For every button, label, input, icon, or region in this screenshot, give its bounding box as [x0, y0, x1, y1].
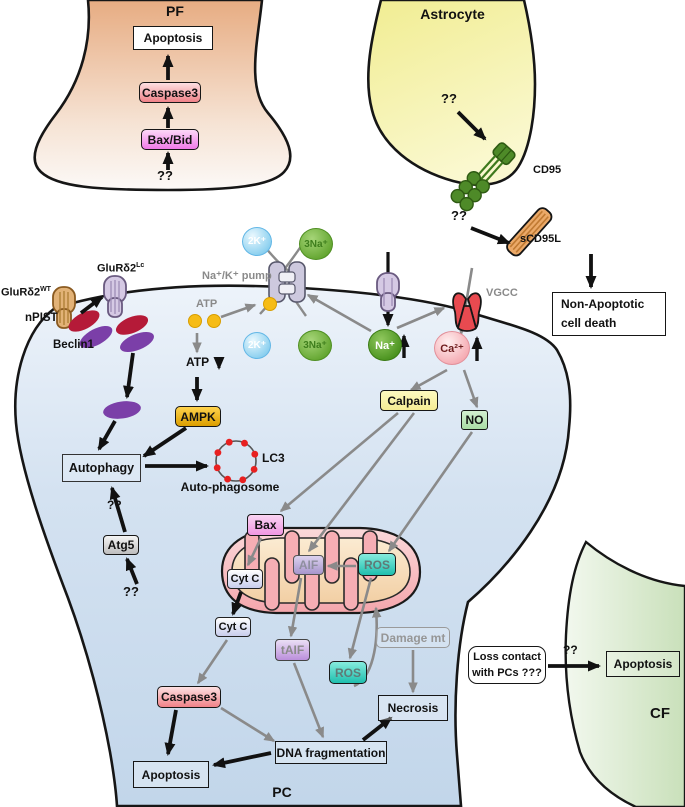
astrocyte-title: Astrocyte: [420, 6, 485, 22]
atg5-box: Atg5: [103, 535, 139, 555]
bax-box: Bax: [247, 514, 284, 536]
no-box: NO: [461, 410, 488, 430]
na-channel: [376, 272, 400, 312]
pf-apoptosis-box: Apoptosis: [133, 26, 213, 50]
pc-apoptosis-box: Apoptosis: [133, 761, 209, 788]
lc3-label: LC3: [262, 451, 285, 465]
non-apoptotic-line2: cell death: [561, 316, 617, 330]
autophagosome-lc3: [213, 438, 259, 484]
autophagy-box: Autophagy: [62, 454, 141, 482]
loss-contact-line1: Loss contact: [473, 650, 541, 663]
taif-box: tAIF: [275, 639, 310, 661]
necrosis-box: Necrosis: [378, 695, 448, 721]
npist-label: nPIST: [25, 312, 58, 324]
cf-apoptosis-box: Apoptosis: [606, 651, 680, 677]
pf-title: PF: [166, 3, 184, 19]
question-to-atg5: ??: [123, 584, 139, 599]
non-apoptotic-line1: Non-Apoptotic: [561, 297, 645, 311]
loss-contact-box: Loss contact with PCs ???: [468, 646, 546, 684]
calpain-box: Calpain: [380, 390, 438, 411]
sodium-out: 3Na⁺: [299, 228, 333, 260]
glur-lc-receptor: [103, 275, 127, 318]
black-arrows: [79, 54, 601, 769]
dna-fragmentation-box: DNA fragmentation: [275, 741, 387, 764]
glur-wt-sup: WT: [40, 286, 51, 293]
pf-bax-bid-box: Bax/Bid: [141, 129, 199, 150]
non-apoptotic-death-box: Non-Apoptotic cell death: [552, 292, 666, 336]
ampk-box: AMPK: [175, 406, 221, 427]
beclin1-label: Beclin1: [53, 339, 94, 351]
ros-outer-box: ROS: [329, 661, 367, 684]
pc-caspase3-box: Caspase3: [157, 686, 221, 708]
cd95-receptor: [450, 142, 516, 212]
glur-lc-sup: Lc: [136, 262, 145, 269]
ros-inner-box: ROS: [358, 553, 396, 576]
potassium-out: 2K⁺: [242, 227, 272, 256]
cf-title: CF: [650, 705, 670, 722]
calcium-ion: Ca²⁺: [434, 331, 470, 365]
scd95l-label: sCD95L: [520, 233, 561, 245]
glur-wt-receptor: [52, 286, 76, 329]
loss-contact-line2: with PCs ???: [472, 667, 542, 679]
atp-label: ATP: [196, 298, 218, 310]
glur-lc-base: GluRδ2: [97, 262, 137, 275]
atp-decrease-label: ATP: [186, 355, 210, 369]
glur-wt-label: GluRδ2WT: [1, 286, 51, 299]
sodium-in: 3Na⁺: [298, 330, 332, 361]
atp-dots: [188, 297, 277, 328]
question-atg5-autophagy: ??: [107, 498, 122, 512]
aif-box: AIF: [293, 555, 324, 575]
cytc-outer-box: Cyt C: [215, 617, 251, 637]
pf-question: ??: [157, 168, 173, 183]
scd95l-rod: [506, 207, 553, 257]
pf-caspase3-box: Caspase3: [139, 82, 201, 103]
cf-question: ??: [563, 643, 578, 657]
vgcc-label: VGCC: [486, 287, 518, 299]
npist-beclin-complexes: [68, 310, 154, 419]
glur-lc-label: GluRδ2Lc: [97, 262, 144, 275]
potassium-in: 2K⁺: [243, 332, 271, 359]
cd95-label: CD95: [533, 164, 562, 176]
gray-arrows: [192, 293, 479, 743]
pump-label: Na⁺/K⁺ pump: [202, 270, 272, 282]
sodium-ion: Na⁺: [368, 329, 402, 361]
vgcc-channel: [452, 292, 482, 332]
cytc-inner-box: Cyt C: [227, 569, 263, 589]
na-k-pump: [268, 261, 306, 303]
damage-mt-box: Damage mt: [376, 627, 450, 648]
cf-terminal-shape: [564, 540, 685, 807]
astrocyte-question-top: ??: [441, 91, 457, 106]
autophagosome-label: Auto-phagosome: [180, 480, 280, 494]
pc-title: PC: [272, 784, 292, 800]
glur-wt-base: GluRδ2: [1, 286, 41, 299]
astrocyte-question-mid: ??: [451, 208, 467, 223]
